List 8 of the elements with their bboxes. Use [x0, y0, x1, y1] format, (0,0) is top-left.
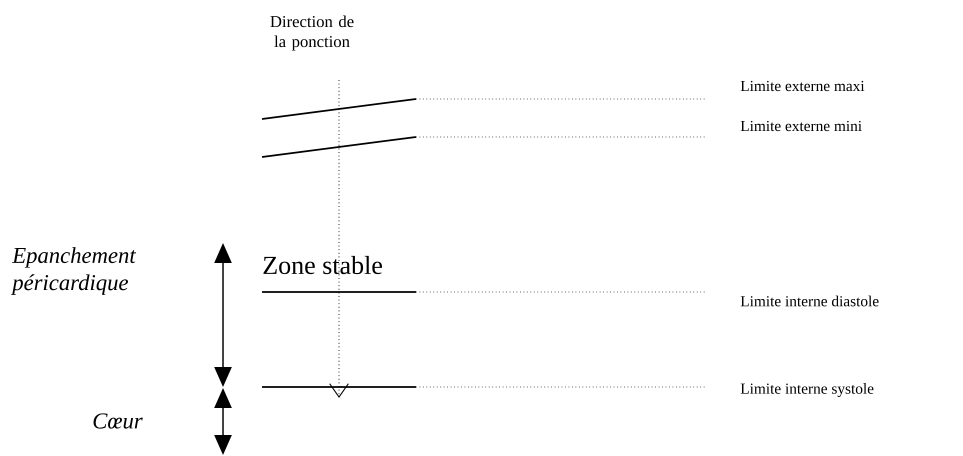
- region-label: Cœur: [94, 413, 143, 429]
- region-label: Epanchement péricardique: [10, 247, 136, 295]
- limit-label: Limite externe maxi: [740, 80, 864, 92]
- limit-label: Limite interne diastole: [740, 296, 879, 306]
- limit-label: Limite interne systole: [740, 383, 874, 397]
- zone-label: Zone stable: [264, 256, 382, 274]
- direction-label: Direction de la ponction: [270, 15, 354, 51]
- limit-label: Limite externe mini: [740, 120, 862, 132]
